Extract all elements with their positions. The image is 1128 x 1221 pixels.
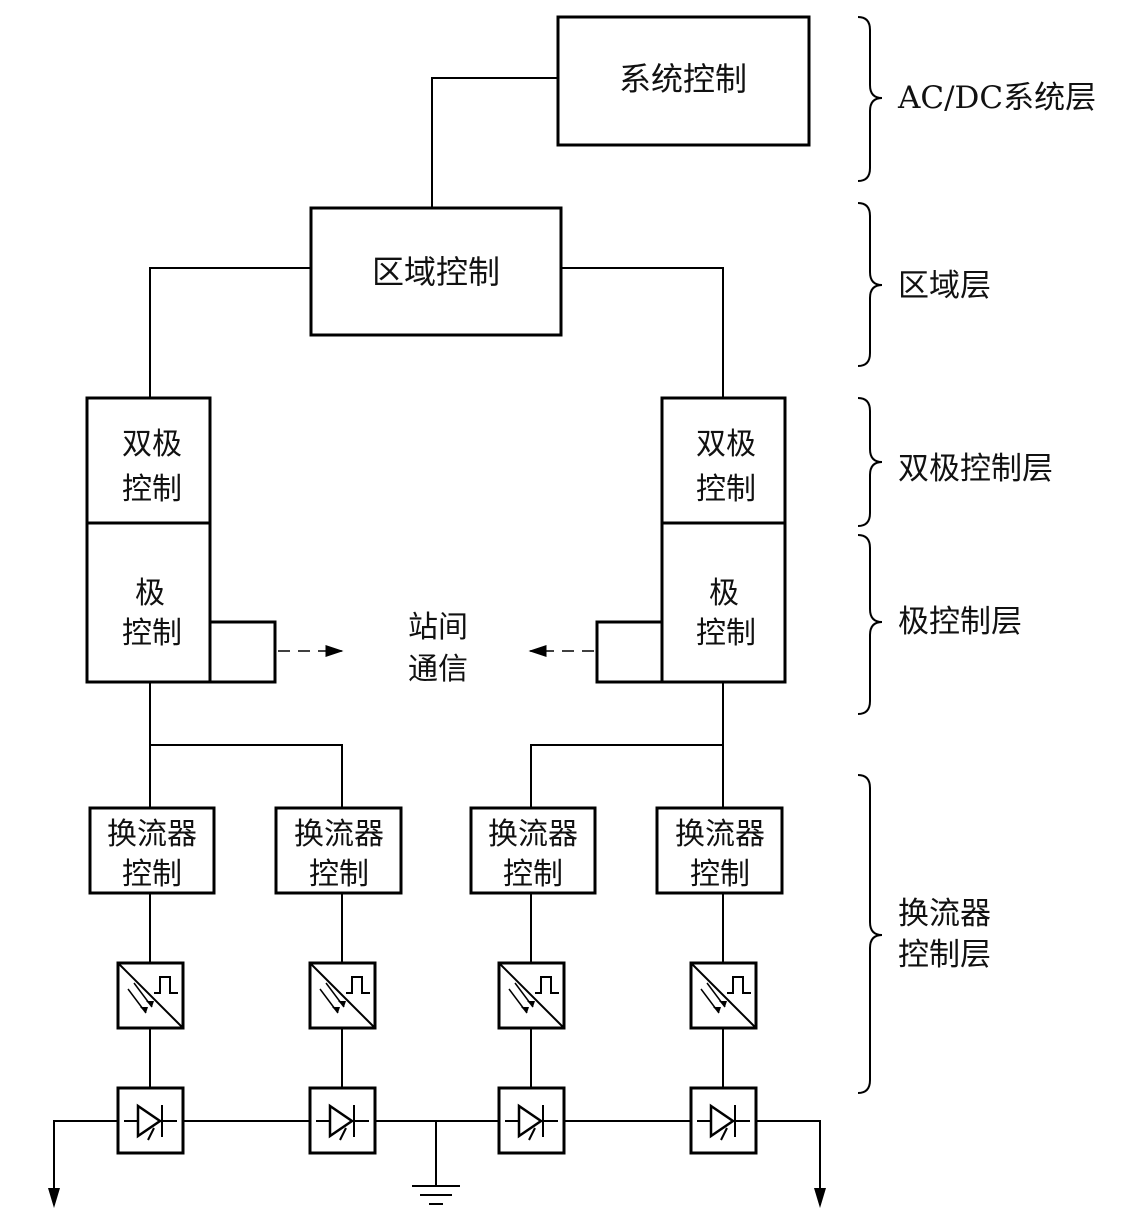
layer-label-system: AC/DC系统层 [897, 80, 1096, 116]
area-control-box: 区域控制 [309, 206, 563, 337]
converter-1-label-line1: 换流器 [107, 817, 197, 852]
converter-1-label-line2: 控制 [122, 857, 182, 892]
right-bipole-control-box: 双极 控制 [660, 396, 787, 525]
left-pole-label-line1: 极 [135, 576, 165, 611]
converter-2-label-line2: 控制 [309, 857, 369, 892]
station-comm-label-line2: 通信 [408, 652, 468, 687]
left-bipole-label-line1: 双极 [122, 427, 182, 462]
layer-brace-system: AC/DC系统层 [857, 16, 1096, 182]
converter-3-label-line1: 换流器 [488, 817, 578, 852]
converter-control-box-1: 换流器 控制 [88, 806, 216, 895]
dc-bus-arrow-left [48, 1188, 60, 1208]
station-communication: 站间 通信 [278, 610, 594, 687]
layer-brace-converter: 换流器 控制层 [857, 774, 991, 1094]
right-pole-label-line2: 控制 [696, 616, 756, 651]
left-pole-control-box: 极 控制 [85, 521, 277, 684]
left-comm-port [208, 620, 277, 684]
layer-brace-bipole: 双极控制层 [857, 397, 1053, 527]
station-comm-label-line1: 站间 [408, 610, 468, 645]
thyristor-valve-icon [308, 1086, 377, 1155]
left-pole-label-line2: 控制 [122, 616, 182, 651]
thyristor-valve-icon [497, 1086, 566, 1155]
optical-interface-icon [497, 961, 566, 1030]
converter-4-label-line2: 控制 [690, 857, 750, 892]
right-pole-control-box: 极 控制 [595, 521, 787, 684]
area-control-label: 区域控制 [372, 253, 500, 291]
converter-control-box-4: 换流器 控制 [655, 806, 784, 895]
left-bipole-control-box: 双极 控制 [85, 396, 212, 525]
left-bipole-label-line2: 控制 [122, 472, 182, 507]
thyristor-valve-icon [116, 1086, 185, 1155]
right-pole-label-line1: 极 [709, 576, 739, 611]
converter-3-label-line2: 控制 [503, 857, 563, 892]
converter-4-label-line1: 换流器 [675, 817, 765, 852]
dc-bus-arrow-right [814, 1188, 826, 1208]
optical-interface-icon [689, 961, 758, 1030]
layer-label-area: 区域层 [898, 268, 991, 304]
ground-icon [412, 1121, 460, 1205]
converter-2-label-line1: 换流器 [294, 817, 384, 852]
layer-label-pole: 极控制层 [898, 604, 1022, 640]
right-comm-port [595, 620, 664, 684]
system-control-box: 系统控制 [556, 15, 811, 147]
right-bipole-label-line2: 控制 [696, 472, 756, 507]
optical-interface-icon [116, 961, 185, 1030]
thyristor-valve-icon [689, 1086, 758, 1155]
layer-label-converter-line1: 换流器 [898, 896, 991, 932]
converter-control-box-2: 换流器 控制 [274, 806, 403, 895]
layer-label-bipole: 双极控制层 [898, 451, 1053, 487]
layer-label-converter-line2: 控制层 [898, 937, 991, 973]
right-bipole-label-line1: 双极 [696, 427, 756, 462]
optical-interface-icon [308, 961, 377, 1030]
layer-brace-pole: 极控制层 [857, 534, 1022, 715]
system-control-label: 系统控制 [619, 60, 747, 98]
layer-brace-area: 区域层 [857, 202, 991, 367]
converter-control-box-3: 换流器 控制 [469, 806, 597, 895]
